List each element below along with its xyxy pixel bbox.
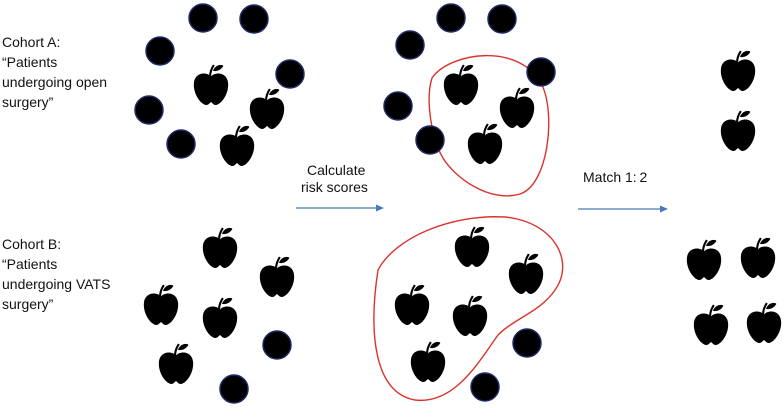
scored-cohort-a-apples	[442, 63, 536, 166]
patient-circle	[145, 36, 175, 66]
patient-circle	[262, 330, 292, 360]
scored-cohort-b-apples	[393, 225, 545, 384]
cohort-b-label: Cohort B: “Patients undergoing VATS surg…	[2, 236, 114, 312]
cohort-b-apples	[142, 226, 296, 386]
match-label: Match 1: 2	[583, 169, 647, 185]
cohort-a-circles	[134, 3, 305, 159]
apple-icon	[453, 225, 491, 269]
matched-cohort-a-apples	[719, 49, 757, 153]
patient-circle	[470, 372, 500, 402]
matched-cohort-b-apples	[685, 236, 783, 347]
apple-icon	[201, 296, 239, 340]
calculate-line-2: risk scores	[301, 179, 368, 195]
arrow-calculate	[296, 204, 384, 212]
cohort-a-line-1: Cohort A:	[2, 34, 60, 50]
patient-circle	[383, 91, 413, 121]
arrow-match	[578, 205, 668, 213]
calculate-risk-scores-label: Calculate risk scores	[301, 162, 369, 195]
cohort-b-line-2: “Patients	[2, 256, 57, 272]
selection-outline-cohort-b	[373, 216, 564, 401]
patient-circle	[487, 4, 517, 34]
cohort-b-line-1: Cohort B:	[2, 236, 61, 252]
patient-circle	[436, 3, 466, 33]
patient-circle	[526, 57, 556, 87]
patient-circle	[415, 125, 445, 155]
apple-icon	[466, 122, 504, 166]
cohort-a-line-4: surgery”	[2, 94, 54, 110]
apple-icon	[745, 301, 783, 345]
apple-icon	[507, 252, 545, 296]
cohort-b-line-3: undergoing VATS	[2, 276, 110, 292]
scored-cohort-b-circles	[470, 328, 542, 402]
apple-icon	[451, 294, 489, 338]
apple-icon	[218, 124, 256, 168]
cohort-a-apples	[192, 63, 286, 168]
patient-circle	[219, 374, 249, 404]
apple-icon	[248, 87, 286, 131]
apple-icon	[498, 86, 536, 130]
apple-icon	[201, 226, 239, 270]
apple-icon	[157, 342, 195, 386]
apple-icon	[258, 255, 296, 299]
scored-cohort-a-circles	[383, 3, 556, 155]
cohort-a-line-3: undergoing open	[2, 74, 107, 90]
apple-icon	[739, 236, 777, 280]
patient-circle	[166, 129, 196, 159]
apple-icon	[692, 303, 730, 347]
cohort-a-line-2: “Patients	[2, 54, 57, 70]
apple-icon	[685, 238, 723, 282]
calculate-line-1: Calculate	[307, 162, 366, 178]
apple-icon	[442, 63, 480, 107]
patient-circle	[188, 3, 218, 33]
patient-circle	[275, 59, 305, 89]
apple-icon	[719, 49, 757, 93]
patient-circle	[512, 328, 542, 358]
apple-icon	[192, 63, 230, 107]
apple-icon	[393, 283, 431, 327]
cohort-a-label: Cohort A: “Patients undergoing open surg…	[2, 34, 111, 110]
patient-circle	[239, 4, 269, 34]
apple-icon	[142, 283, 180, 327]
patient-circle	[395, 30, 425, 60]
cohort-b-line-4: surgery”	[2, 296, 54, 312]
patient-circle	[134, 95, 164, 125]
apple-icon	[409, 340, 447, 384]
apple-icon	[719, 109, 757, 153]
cohort-b-circles	[219, 330, 292, 404]
